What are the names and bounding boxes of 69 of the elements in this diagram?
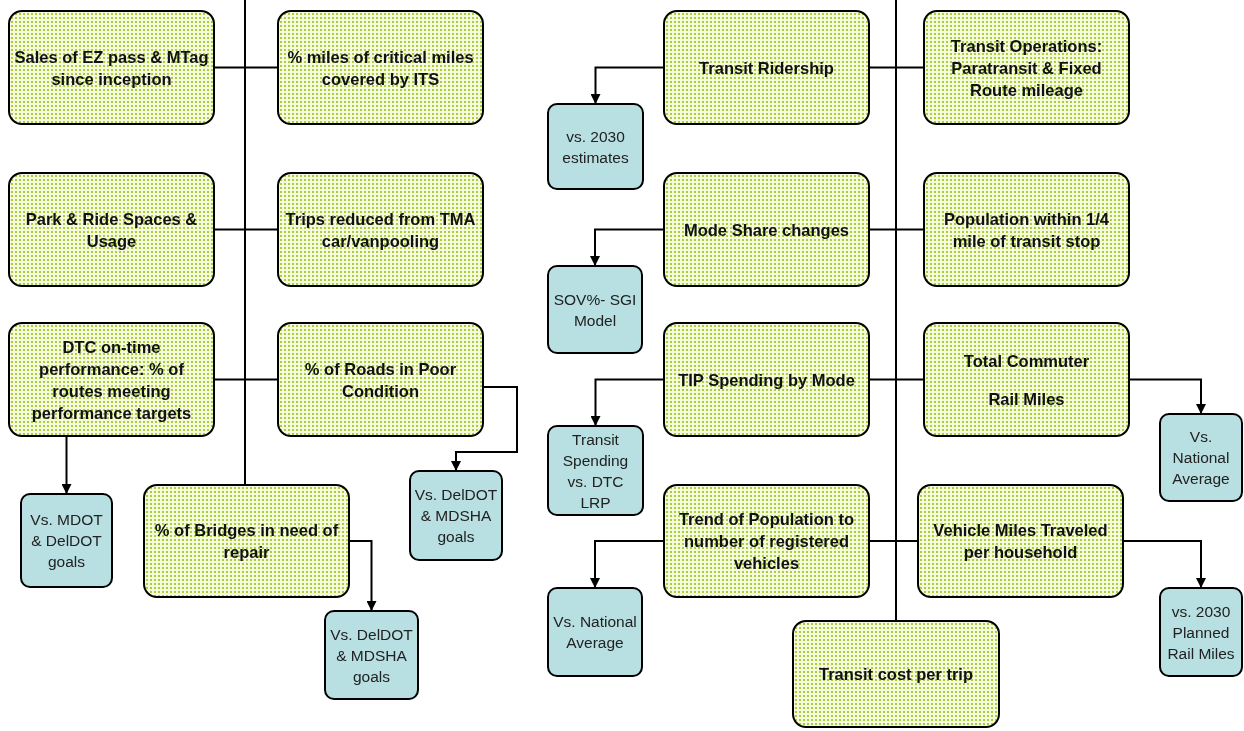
comparison-box <box>409 470 503 561</box>
arrow <box>61 436 72 494</box>
measure-box <box>277 172 484 287</box>
measure-box <box>792 620 1000 728</box>
measure-box <box>277 10 484 125</box>
measure-box <box>923 172 1130 287</box>
connector-line <box>869 378 924 381</box>
connector-line <box>214 228 278 231</box>
box-text: Vs. National Average <box>552 612 638 653</box>
measure-box <box>277 322 484 437</box>
comparison-box <box>547 265 643 354</box>
box-text: SOV%- SGI Model <box>552 289 638 331</box>
arrow <box>1123 540 1206 588</box>
comparison-box <box>547 103 644 190</box>
box-text: % miles of critical miles covered by ITS <box>286 46 475 90</box>
arrow <box>590 378 664 426</box>
box-text: Transit Operations: Paratransit & Fixed Route mileage <box>949 35 1104 101</box>
measure-box <box>8 10 215 125</box>
box-text: % of Bridges in need of repair <box>153 520 340 563</box>
measure-box <box>8 322 215 437</box>
box-text: Population within 1/4 mile of transit stop <box>943 208 1110 252</box>
comparison-box <box>547 425 644 516</box>
box-text: Sales of EZ pass & MTag since inception <box>14 46 209 90</box>
measure-box <box>663 322 870 437</box>
box-text: Transit cost per trip <box>818 664 973 685</box>
arrow <box>590 228 664 266</box>
box-text: Park & Ride Spaces & Usage <box>24 208 199 252</box>
measure-box <box>143 484 350 598</box>
box-text: Vs. National Average <box>1171 427 1231 489</box>
measure-box <box>923 322 1130 437</box>
box-text: Trend of Population to number of registered vehicles <box>677 509 856 574</box>
measure-box <box>663 10 870 125</box>
box-text: Vs. DelDOT & MDSHA goals <box>413 485 499 547</box>
measure-box <box>663 484 870 598</box>
box-text: Mode Share changes <box>683 219 850 241</box>
comparison-box <box>20 493 113 588</box>
arrow <box>349 540 377 611</box>
box-text: Trips reduced from TMA car/vanpooling <box>284 208 477 252</box>
measure-box <box>663 172 870 287</box>
box-text: DTC on-time performance: % of routes meeting performance targets <box>30 336 193 424</box>
arrow <box>590 66 664 104</box>
connector-line <box>244 0 246 485</box>
connector-line <box>895 0 897 621</box>
arrow <box>590 540 664 588</box>
box-text: Transit Spending vs. DTC LRP <box>561 429 630 513</box>
arrow <box>451 386 518 471</box>
box-text: Vs. MDOT & DelDOT goals <box>29 510 104 572</box>
comparison-box <box>1159 413 1243 502</box>
box-text: Rail Miles <box>987 388 1066 410</box>
box-text: Vehicle Miles Traveled per household <box>932 520 1109 563</box>
box-text: vs. 2030 estimates <box>561 126 630 168</box>
box-text: Total Commuter <box>963 350 1090 372</box>
box-text: % of Roads in Poor Condition <box>303 358 458 402</box>
connector-line <box>869 540 918 542</box>
comparison-box <box>324 610 419 700</box>
box-text: TIP Spending by Mode <box>678 369 855 391</box>
connector-line <box>869 228 924 231</box>
measure-box <box>8 172 215 287</box>
box-text: Transit Ridership <box>699 57 834 79</box>
measure-box <box>923 10 1130 125</box>
comparison-box <box>1159 587 1243 677</box>
measure-box <box>917 484 1124 598</box>
connector-line <box>214 378 278 381</box>
box-text: Vs. DelDOT & MDSHA goals <box>329 624 414 687</box>
arrow <box>1129 378 1206 414</box>
connector-line <box>869 66 924 69</box>
box-text: vs. 2030 Planned Rail Miles <box>1166 601 1236 664</box>
connector-line <box>214 66 278 69</box>
comparison-box <box>547 587 643 677</box>
